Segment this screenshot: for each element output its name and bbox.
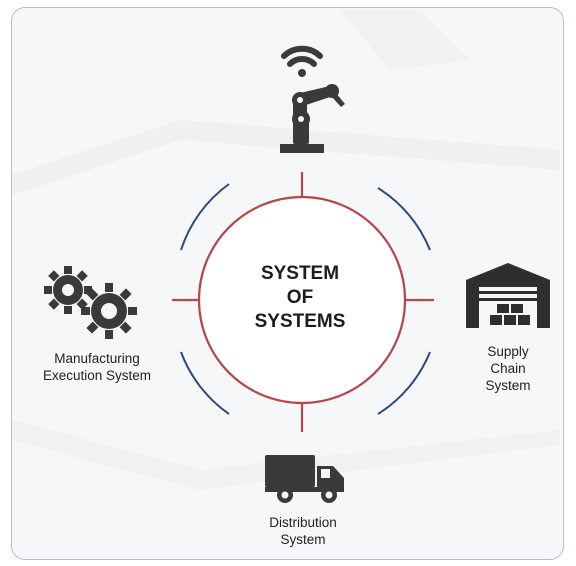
gears-icon [44, 266, 137, 339]
center-title-line: OF [286, 287, 314, 308]
scs-label-line: Supply [487, 344, 529, 359]
mes-label-line: Manufacturing [54, 351, 140, 366]
arc-top-left [180, 183, 230, 251]
warehouse-icon [466, 263, 550, 328]
robot-arm-wifi-icon [280, 45, 345, 153]
arc-bottom-left [180, 351, 230, 415]
scs-label: Supply Chain System [466, 343, 550, 394]
ds-label: Distribution System [244, 514, 362, 548]
mes-label-line: Execution System [42, 368, 152, 383]
mes-label: Manufacturing Execution System [22, 350, 172, 384]
arc-bottom-right [377, 351, 431, 415]
center-title: SYSTEM OF SYSTEMS [238, 262, 362, 334]
arc-top-right [377, 187, 431, 251]
center-title-line: SYSTEMS [254, 311, 346, 332]
scs-label-line: Chain [490, 361, 526, 376]
center-title-line: SYSTEM [260, 263, 340, 284]
scs-label-line: System [485, 378, 531, 393]
ds-label-line: System [280, 532, 326, 547]
ds-label-line: Distribution [269, 515, 337, 530]
truck-icon [265, 455, 344, 503]
